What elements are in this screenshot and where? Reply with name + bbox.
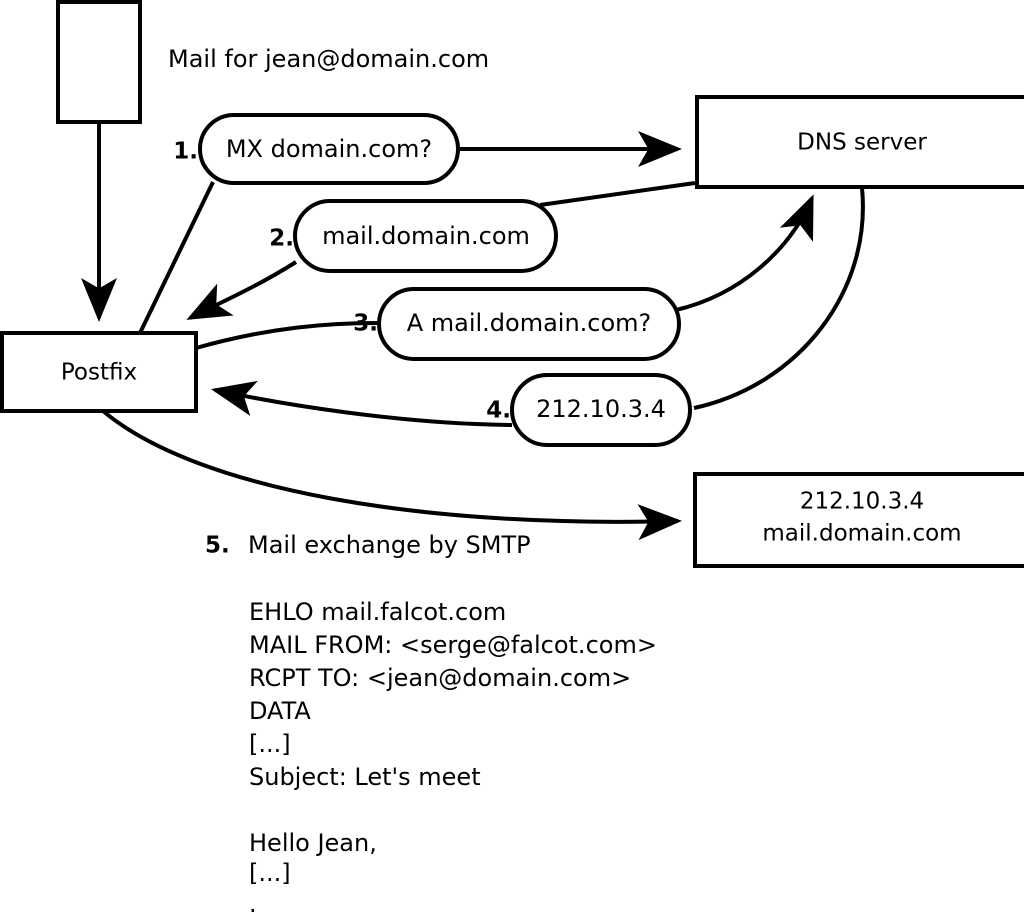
transcript-line-2: MAIL FROM: <serge@falcot.com> [249,631,657,659]
step-bubble-4[interactable]: 212.10.3.4 [510,373,692,447]
transcript-line-8: Hello Jean, [249,829,377,857]
transcript-line-6: Subject: Let's meet [249,763,481,791]
node-target-host[interactable]: 212.10.3.4 mail.domain.com [693,472,1024,568]
step-number-4: 4. [486,398,511,424]
step-number-2: 2. [269,226,294,252]
node-dns-server[interactable]: DNS server [695,95,1024,189]
transcript-line-9: [...] [249,859,291,887]
transcript-line-4: DATA [249,697,311,725]
node-postfix[interactable]: Postfix [0,331,198,413]
transcript-line-5: [...] [249,730,291,758]
step-bubble-4-label: 212.10.3.4 [536,395,666,423]
node-target-host-ip: 212.10.3.4 [800,489,924,515]
step-bubble-2[interactable]: mail.domain.com [293,199,558,273]
step-bubble-3-label: A mail.domain.com? [407,309,652,337]
node-sender-host[interactable] [56,0,142,124]
edge-step4-to-postfix [211,380,513,427]
edge-dns-to-step4 [693,187,865,410]
step-number-5: 5. [205,533,230,559]
edge-postfix-to-step3 [195,321,379,350]
step-number-3: 3. [353,311,378,337]
edge-dns-to-step2 [539,181,696,207]
step-bubble-2-label: mail.domain.com [322,222,530,250]
step-bubble-1-label: MX domain.com? [226,135,432,163]
edge-postfix-to-target [101,409,682,541]
edge-step2-to-postfix [186,260,298,320]
step-number-1: 1. [173,139,198,165]
transcript-line-1: EHLO mail.falcot.com [249,598,506,626]
transcript-line-3: RCPT TO: <jean@domain.com> [249,664,631,692]
step-5-label: Mail exchange by SMTP [248,531,531,559]
node-postfix-label: Postfix [61,360,137,386]
transcript-line-10: . [249,890,257,918]
mail-for-note: Mail for jean@domain.com [168,45,489,73]
node-target-host-hostname: mail.domain.com [762,521,961,547]
step-bubble-3[interactable]: A mail.domain.com? [377,287,681,361]
edge-step3-to-dns [675,194,814,312]
step-bubble-1[interactable]: MX domain.com? [198,113,460,185]
edge-postfix-to-step1 [138,181,215,334]
node-dns-server-label: DNS server [797,130,927,156]
